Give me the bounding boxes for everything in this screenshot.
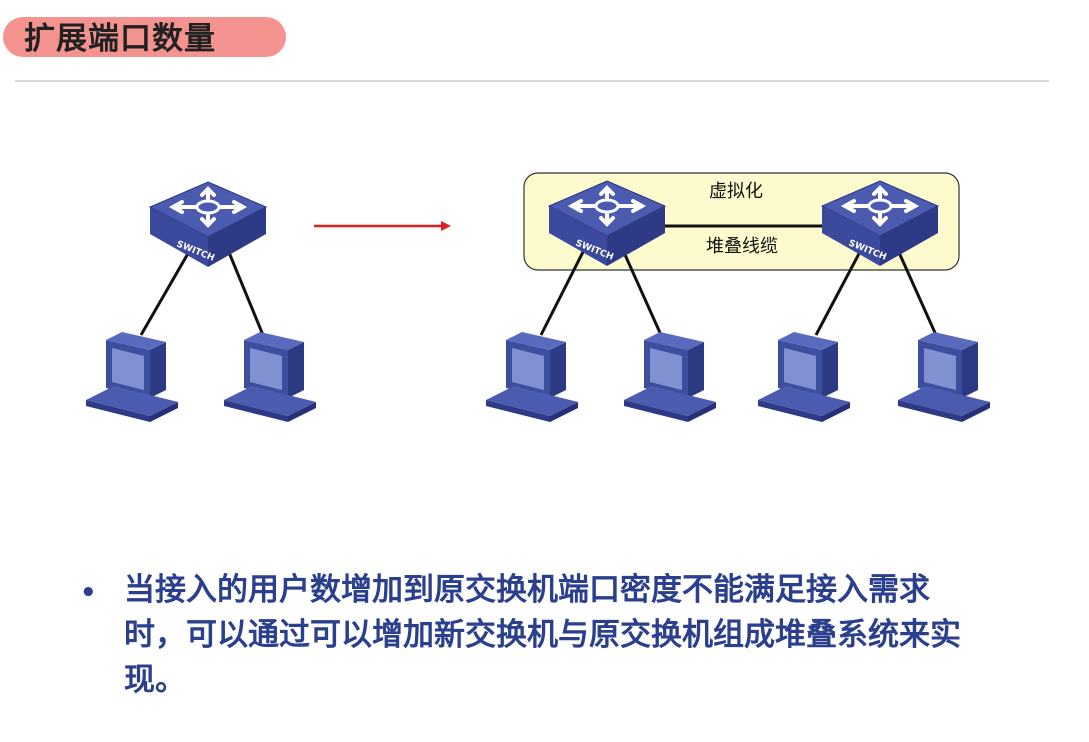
title-divider [15,80,1049,82]
link-line [620,247,663,336]
bullet-text: 当接入的用户数增加到原交换机端口密度不能满足接入需求时，可以通过可以增加新交换机… [124,572,961,698]
link-line [814,247,864,336]
stack-cable-label: 堆叠线缆 [706,236,778,257]
title-pill [3,17,286,57]
computer-icon [624,332,716,422]
computer-icon [758,332,850,422]
virtualization-label: 虚拟化 [709,181,763,202]
arrow-right [314,221,451,231]
switch-left: SWITCH [148,180,268,269]
page-title: 扩展端口数量 [24,21,216,57]
computer-icon [898,332,990,422]
computer-icon [224,332,316,422]
link-line [895,247,938,336]
link-line [226,249,265,336]
link-line [139,249,192,336]
link-line [539,247,587,336]
computer-icon [486,332,578,422]
computer-icon [86,332,178,422]
bullet-marker: • [80,578,97,608]
